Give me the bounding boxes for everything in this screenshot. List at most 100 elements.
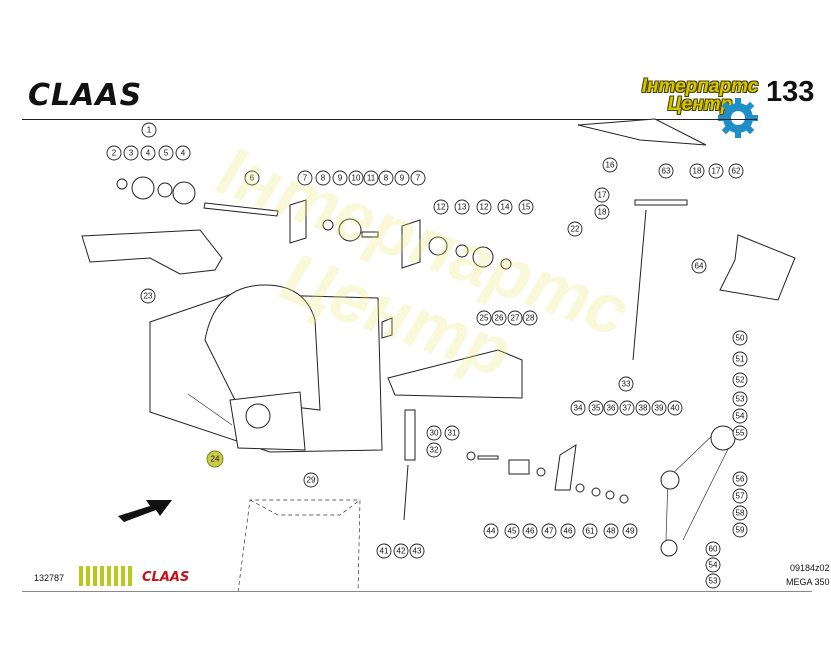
callout-circle [732, 505, 748, 521]
callout-label: 24 [211, 455, 220, 464]
callout-circle [123, 145, 139, 161]
callout-circle [507, 310, 523, 326]
callout-circle [560, 523, 576, 539]
callout-53: 53 [732, 391, 748, 407]
callout-label: 7 [303, 174, 308, 183]
callout-7: 7 [410, 170, 426, 186]
callout-circle [140, 288, 156, 304]
callout-circle [426, 425, 442, 441]
callout-circle [303, 472, 319, 488]
callout-59: 59 [732, 522, 748, 538]
callout-circle [732, 351, 748, 367]
callout-60: 60 [705, 541, 721, 557]
callout-label: 28 [526, 314, 535, 323]
callout-63: 63 [658, 163, 674, 179]
callout-circle [570, 400, 586, 416]
callout-label: 9 [338, 174, 343, 183]
callout-17: 17 [708, 163, 724, 179]
callout-label: 56 [736, 475, 745, 484]
logo-line2: Центр [667, 94, 733, 115]
callout-circle [378, 170, 394, 186]
callout-5: 5 [158, 145, 174, 161]
callout-26: 26 [491, 310, 507, 326]
callout-label: 27 [511, 314, 520, 323]
callout-circle [689, 163, 705, 179]
callout-circle [732, 488, 748, 504]
callout-label: 10 [352, 174, 361, 183]
callout-1: 1 [141, 122, 157, 138]
callout-4: 4 [140, 145, 156, 161]
callout-27: 27 [507, 310, 523, 326]
callout-circle [206, 450, 224, 468]
callout-circle [433, 199, 449, 215]
callout-label: 25 [480, 314, 489, 323]
footer-code: 132787 [34, 573, 65, 583]
callout-label: 63 [662, 167, 671, 176]
callout-label: 30 [430, 429, 439, 438]
callout-label: 50 [736, 334, 745, 343]
callout-label: 38 [639, 404, 648, 413]
callout-62: 62 [728, 163, 744, 179]
callout-label: 2 [112, 149, 117, 158]
callout-44: 44 [483, 523, 499, 539]
callout-label: 16 [606, 161, 615, 170]
callout-circle [297, 170, 313, 186]
callout-55: 55 [732, 425, 748, 441]
callout-label: 7 [416, 174, 421, 183]
callout-circle [175, 145, 191, 161]
logo-line1: Інтерпартс [641, 76, 759, 97]
callout-42: 42 [393, 543, 409, 559]
callout-4: 4 [175, 145, 191, 161]
callout-label: 12 [437, 203, 446, 212]
callout-12: 12 [433, 199, 449, 215]
callout-label: 26 [495, 314, 504, 323]
callout-47: 47 [541, 523, 557, 539]
callout-label: 43 [413, 547, 422, 556]
callout-circle [732, 522, 748, 538]
callout-circle [497, 199, 513, 215]
callout-35: 35 [588, 400, 604, 416]
callout-circle [410, 170, 426, 186]
header-divider [22, 119, 757, 120]
callout-circle [708, 163, 724, 179]
callout-label: 3 [129, 149, 134, 158]
callout-50: 50 [732, 330, 748, 346]
callout-25: 25 [476, 310, 492, 326]
callout-label: 14 [501, 203, 510, 212]
callout-circle [651, 400, 667, 416]
callout-10: 10 [348, 170, 364, 186]
callout-34: 34 [570, 400, 586, 416]
callout-circle [141, 122, 157, 138]
callout-circle [732, 408, 748, 424]
callout-circle [393, 543, 409, 559]
callout-58: 58 [732, 505, 748, 521]
callout-18: 18 [594, 204, 610, 220]
callout-circle [691, 258, 707, 274]
callout-8: 8 [378, 170, 394, 186]
callout-label: 42 [397, 547, 406, 556]
callout-label: 33 [622, 380, 631, 389]
callout-label: 53 [736, 395, 745, 404]
callout-circle [567, 221, 583, 237]
callout-label: 37 [623, 404, 632, 413]
callout-label: 46 [526, 527, 535, 536]
callout-64: 64 [691, 258, 707, 274]
callout-label: 40 [671, 404, 680, 413]
footer-model: MEGA 350 [786, 577, 830, 587]
callout-56: 56 [732, 471, 748, 487]
callout-label: 39 [655, 404, 664, 413]
callout-label: 18 [598, 208, 607, 217]
callout-45: 45 [504, 523, 520, 539]
callout-57: 57 [732, 488, 748, 504]
callout-circle [363, 170, 379, 186]
callout-label: 41 [380, 547, 389, 556]
callout-label: 11 [367, 174, 376, 183]
callout-48: 48 [603, 523, 619, 539]
callout-label: 31 [448, 429, 457, 438]
callout-circle [244, 170, 260, 186]
callout-23: 23 [140, 288, 156, 304]
callout-6: 6 [244, 170, 260, 186]
callout-label: 17 [712, 167, 721, 176]
callout-label: 60 [709, 545, 718, 554]
callout-circle [618, 376, 634, 392]
